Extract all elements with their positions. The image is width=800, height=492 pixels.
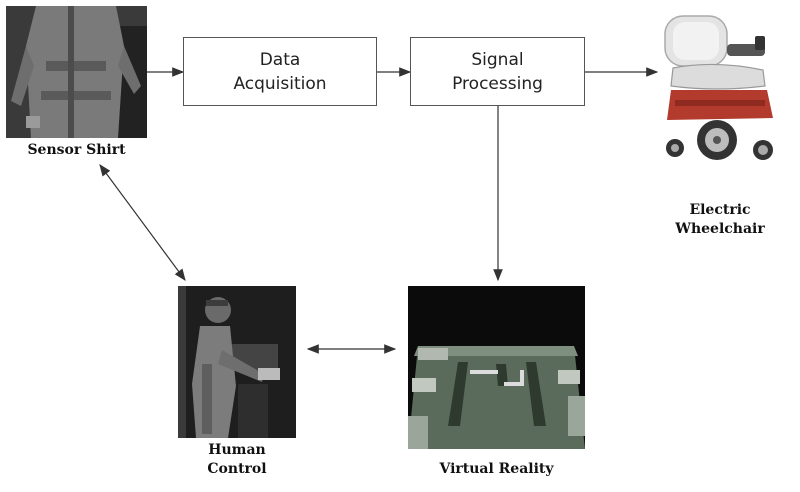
human-control-line1: Human bbox=[208, 442, 266, 458]
data-acquisition-box: Data Acquisition bbox=[183, 37, 377, 106]
wheelchair-image bbox=[655, 8, 785, 166]
data-acquisition-line2: Acquisition bbox=[233, 73, 327, 94]
virtual-reality-caption: Virtual Reality bbox=[439, 461, 554, 477]
sensor-shirt-caption: Sensor Shirt bbox=[27, 142, 126, 158]
arrow-shirt-human-bidirectional bbox=[99, 164, 186, 281]
data-acquisition-line1: Data bbox=[259, 49, 301, 70]
human-control-photo bbox=[178, 286, 296, 438]
signal-processing-line1: Signal bbox=[471, 49, 524, 70]
electric-wheelchair-line1: Electric bbox=[689, 202, 751, 218]
sensor-shirt-photo bbox=[6, 6, 147, 138]
human-control-caption: Human Control bbox=[178, 441, 296, 479]
human-control-line2: Control bbox=[207, 461, 267, 477]
signal-processing-box: Signal Processing bbox=[410, 37, 585, 106]
electric-wheelchair-caption: Electric Wheelchair bbox=[660, 201, 780, 239]
electric-wheelchair-line2: Wheelchair bbox=[675, 221, 765, 237]
signal-processing-line2: Processing bbox=[452, 73, 543, 94]
virtual-reality-image bbox=[408, 286, 585, 449]
